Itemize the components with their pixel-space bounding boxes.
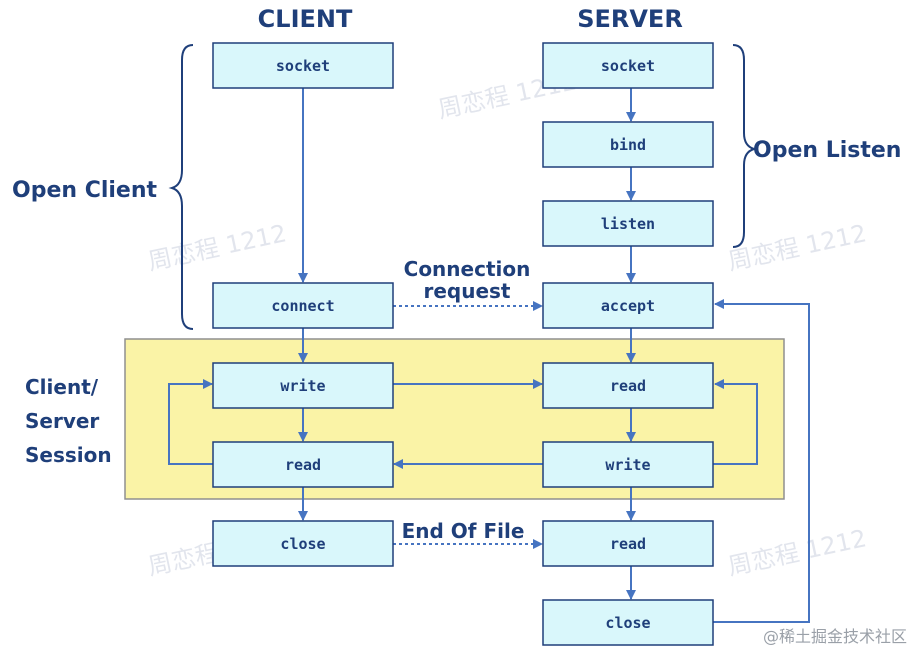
server-close-label: close — [605, 614, 650, 632]
watermark-text: 周恋程 1212 — [725, 219, 868, 276]
watermark-text: 周恋程 1212 — [145, 219, 288, 276]
client-read-node: read — [212, 441, 394, 488]
client-close-label: close — [280, 535, 325, 553]
connection-request-label-line1: Connection — [404, 257, 531, 281]
open-client-brace — [168, 44, 194, 330]
server-heading: SERVER — [577, 5, 683, 33]
server-loop-arrow — [713, 379, 758, 465]
server-read-eof-label: read — [610, 535, 646, 553]
close-to-accept-arrow — [713, 299, 810, 623]
client-heading: CLIENT — [258, 5, 353, 33]
session-label-line1: Client/ — [25, 375, 99, 399]
server-accept-node: accept — [542, 282, 714, 329]
open-client-label: Open Client — [12, 178, 158, 203]
client-close-node: close — [212, 520, 394, 567]
end-of-file-label: End Of File — [402, 519, 525, 543]
server-read-eof-node: read — [542, 520, 714, 567]
open-listen-label: Open Listen — [753, 138, 901, 163]
server-listen-label: listen — [601, 215, 655, 233]
server-read-label: read — [610, 377, 646, 395]
client-loop-arrow — [168, 379, 213, 465]
server-bind-label: bind — [610, 136, 646, 154]
client-socket-node: socket — [212, 42, 394, 89]
server-bind-node: bind — [542, 121, 714, 168]
server-close-node: close — [542, 599, 714, 646]
server-socket-label: socket — [601, 57, 655, 75]
session-label-line3: Session — [25, 443, 112, 467]
client-socket-label: socket — [276, 57, 330, 75]
connection-request-label-line2: request — [423, 279, 510, 303]
client-read-label: read — [285, 456, 321, 474]
corner-watermark: @稀土掘金技术社区 — [763, 627, 907, 646]
server-read-node: read — [542, 362, 714, 409]
server-accept-label: accept — [601, 297, 655, 315]
server-socket-node: socket — [542, 42, 714, 89]
client-write-label: write — [280, 377, 325, 395]
server-write-node: write — [542, 441, 714, 488]
client-connect-label: connect — [271, 297, 334, 315]
watermark-text: 周恋程 1212 — [725, 524, 868, 581]
session-label-line2: Server — [25, 409, 99, 433]
client-connect-node: connect — [212, 282, 394, 329]
server-listen-node: listen — [542, 200, 714, 247]
client-write-node: write — [212, 362, 394, 409]
open-listen-brace — [732, 44, 758, 248]
server-write-label: write — [605, 456, 650, 474]
